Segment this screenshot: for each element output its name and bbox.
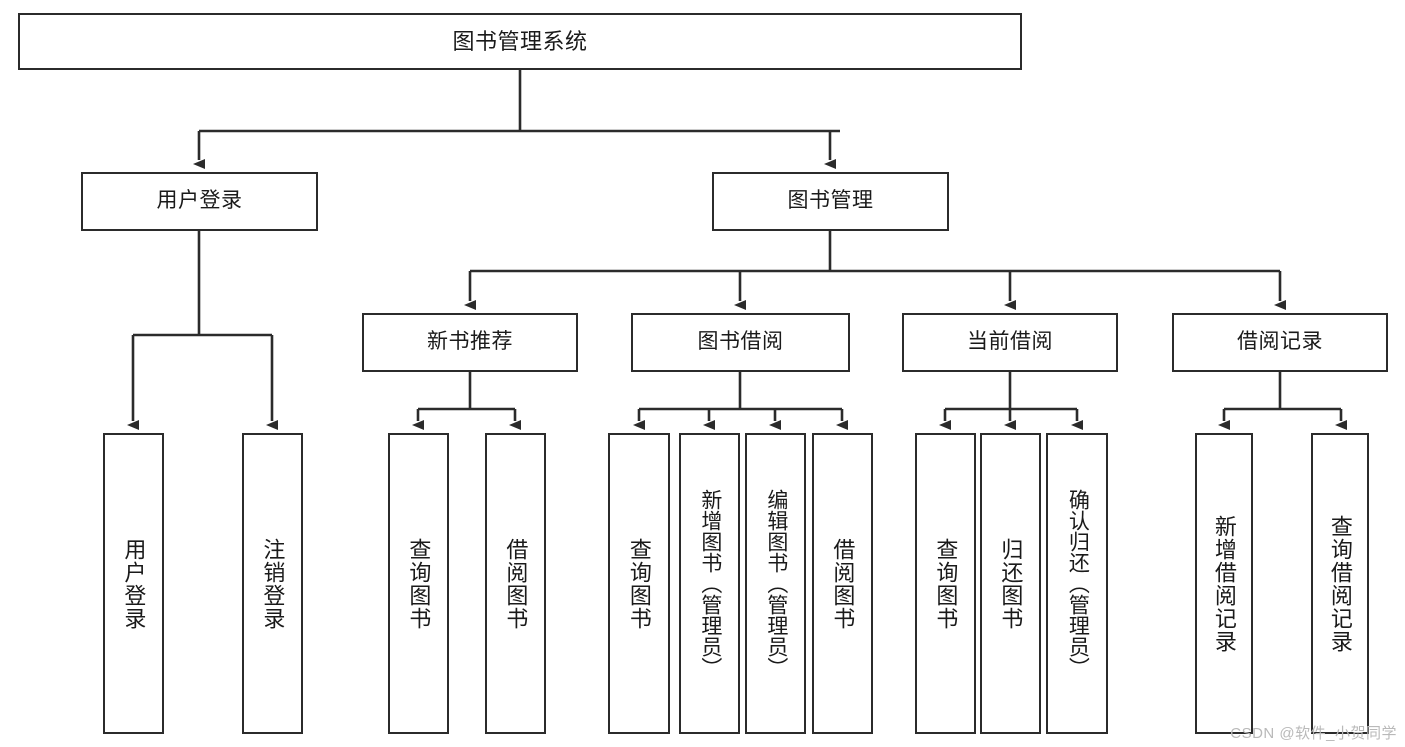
node-label: 新增图书（管理员） [698,489,722,678]
node-label: 查询图书 [406,537,432,630]
node-leaf-logout-login[interactable]: 注销登录 [242,433,303,734]
node-label: 图书借阅 [697,330,784,354]
node-book-management[interactable]: 图书管理 [712,172,949,231]
node-leaf-query-book-1[interactable]: 查询图书 [388,433,449,734]
node-leaf-borrow-book-2[interactable]: 借阅图书 [812,433,873,734]
node-label: 查询图书 [933,537,959,630]
node-label: 借阅记录 [1237,330,1323,354]
node-label: 当前借阅 [967,330,1053,354]
node-label: 新增借阅记录 [1211,514,1237,653]
node-book-borrow[interactable]: 图书借阅 [631,313,850,372]
node-label: 归还图书 [998,537,1024,630]
node-leaf-add-record[interactable]: 新增借阅记录 [1195,433,1253,734]
node-label: 用户登录 [156,189,243,213]
node-label: 注销登录 [260,537,286,630]
node-borrow-record[interactable]: 借阅记录 [1172,313,1388,372]
node-leaf-edit-book[interactable]: 编辑图书（管理员） [745,433,806,734]
node-leaf-query-record[interactable]: 查询借阅记录 [1311,433,1369,734]
node-leaf-query-book-2[interactable]: 查询图书 [608,433,670,734]
node-label: 用户登录 [121,537,147,630]
node-label: 借阅图书 [503,537,529,630]
node-label: 查询借阅记录 [1327,514,1353,653]
node-leaf-return-book[interactable]: 归还图书 [980,433,1041,734]
node-label: 图书管理 [787,189,874,213]
node-label: 查询图书 [626,537,652,630]
node-label: 编辑图书（管理员） [764,489,788,678]
node-label: 借阅图书 [830,537,856,630]
node-user-login[interactable]: 用户登录 [81,172,318,231]
node-root-system[interactable]: 图书管理系统 [18,13,1022,70]
node-leaf-user-login[interactable]: 用户登录 [103,433,164,734]
node-label: 确认归还（管理员） [1066,489,1090,678]
node-leaf-query-book-3[interactable]: 查询图书 [915,433,976,734]
node-label: 图书管理系统 [452,28,588,54]
watermark-text: CSDN @软件_小贺同学 [1230,725,1397,742]
node-leaf-add-book[interactable]: 新增图书（管理员） [679,433,740,734]
node-label: 新书推荐 [427,330,513,354]
node-leaf-confirm-return[interactable]: 确认归还（管理员） [1046,433,1108,734]
node-new-book-recommend[interactable]: 新书推荐 [362,313,578,372]
node-leaf-borrow-book-1[interactable]: 借阅图书 [485,433,546,734]
node-current-borrow[interactable]: 当前借阅 [902,313,1118,372]
